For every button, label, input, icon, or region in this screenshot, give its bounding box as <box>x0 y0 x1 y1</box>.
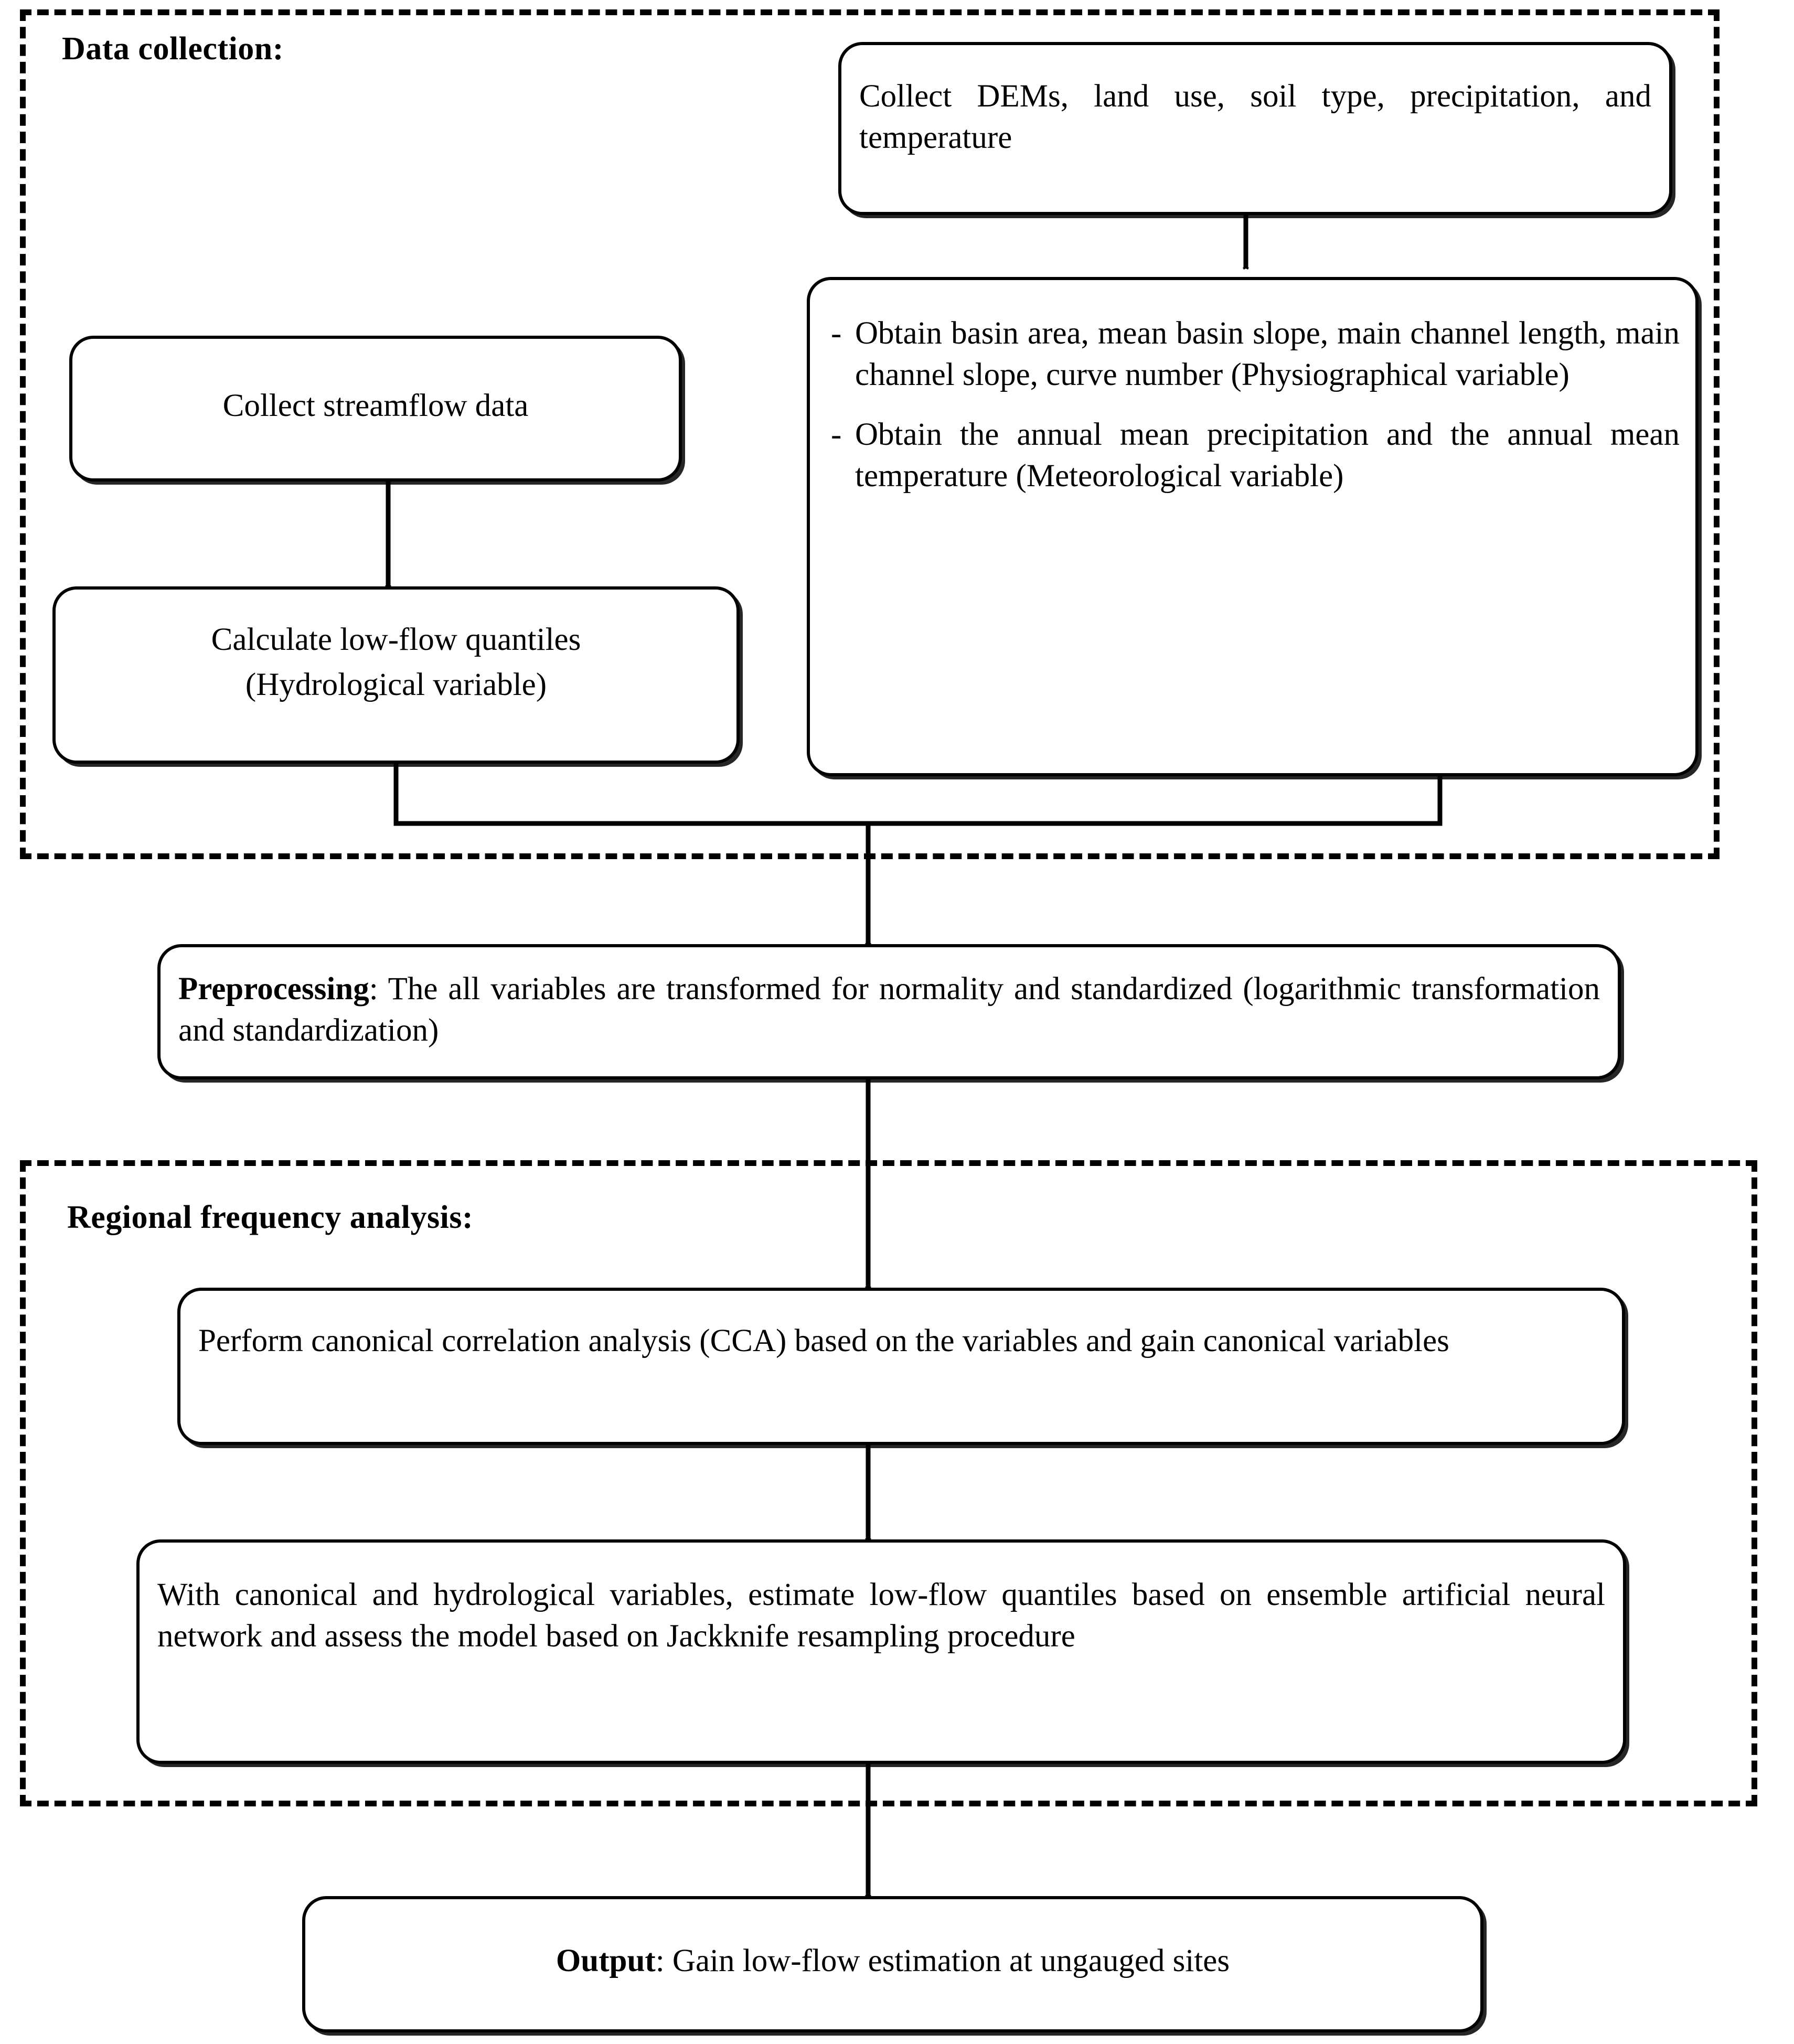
node-cca-text: Perform canonical correlation analysis (… <box>198 1323 1449 1358</box>
node-calculate-quantiles-line1: Calculate low-flow quantiles <box>211 622 581 657</box>
bullet-text: Obtain the annual mean precipitation and… <box>855 416 1680 494</box>
node-obtain-variables[interactable]: - Obtain basin area, mean basin slope, m… <box>807 277 1699 776</box>
node-output-label: Output <box>556 1943 656 1978</box>
node-obtain-variables-bullets: - Obtain basin area, mean basin slope, m… <box>810 313 1695 497</box>
node-collect-inputs-text: Collect DEMs, land use, soil type, preci… <box>859 79 1651 156</box>
bullet-marker: - <box>831 316 842 351</box>
bullet-item: - Obtain the annual mean precipitation a… <box>831 414 1680 497</box>
node-collect-inputs[interactable]: Collect DEMs, land use, soil type, preci… <box>838 42 1672 215</box>
node-output[interactable]: Output: Gain low-flow estimation at unga… <box>302 1896 1483 2032</box>
node-output-text: Output: Gain low-flow estimation at unga… <box>305 1940 1480 1982</box>
bullet-item: - Obtain basin area, mean basin slope, m… <box>831 313 1680 396</box>
node-preprocessing-text: Preprocessing: The all variables are tra… <box>161 968 1618 1052</box>
node-output-body: : Gain low-flow estimation at ungauged s… <box>655 1943 1230 1978</box>
group-data-collection <box>20 9 1720 859</box>
node-preprocessing-body: : The all variables are transformed for … <box>178 971 1600 1048</box>
node-estimate-ann-text: With canonical and hydrological variable… <box>157 1577 1605 1654</box>
node-cca[interactable]: Perform canonical correlation analysis (… <box>177 1288 1625 1445</box>
node-estimate-ann[interactable]: With canonical and hydrological variable… <box>136 1539 1626 1764</box>
node-collect-streamflow-text: Collect streamflow data <box>222 388 529 423</box>
group-regional-frequency-analysis <box>20 1160 1757 1806</box>
bullet-text: Obtain basin area, mean basin slope, mai… <box>855 316 1680 393</box>
node-calculate-quantiles[interactable]: Calculate low-flow quantiles (Hydrologic… <box>52 586 740 764</box>
node-calculate-quantiles-line2: (Hydrological variable) <box>245 667 547 702</box>
bullet-marker: - <box>831 416 842 452</box>
connector-preprocessing-to-cca <box>868 1078 1078 1288</box>
node-preprocessing-label: Preprocessing <box>178 971 369 1007</box>
group-regional-frequency-analysis-title: Regional frequency analysis: <box>67 1200 474 1235</box>
node-preprocessing[interactable]: Preprocessing: The all variables are tra… <box>157 944 1621 1079</box>
group-data-collection-title: Data collection: <box>62 31 284 67</box>
node-collect-streamflow[interactable]: Collect streamflow data <box>69 336 682 481</box>
connector-merge-to-preprocessing <box>393 763 1443 944</box>
